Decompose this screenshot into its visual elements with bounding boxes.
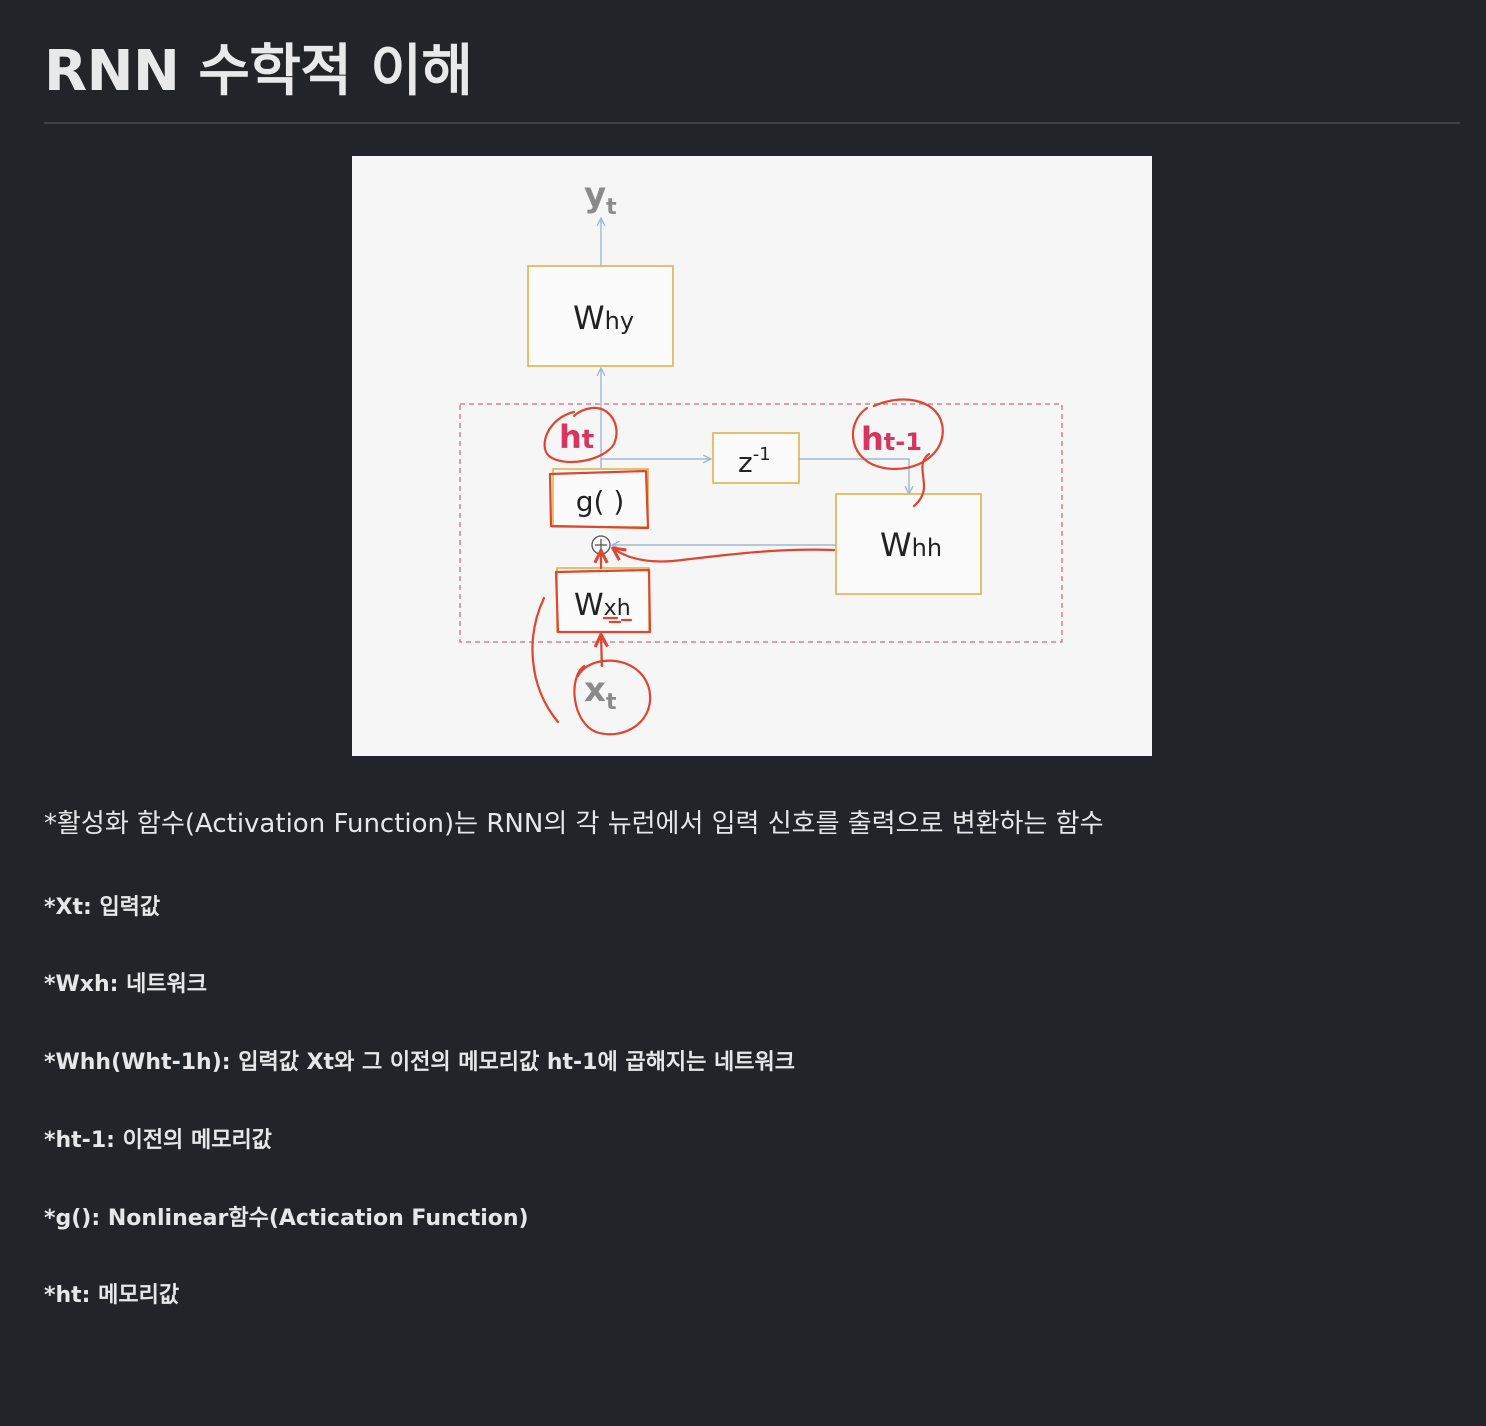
definition-ht-minus-1: *ht-1: 이전의 메모리값 bbox=[44, 1128, 272, 1153]
g-label: g( ) bbox=[576, 485, 625, 518]
wxh-box bbox=[556, 567, 650, 633]
whh-to-sum-mark bbox=[614, 549, 836, 563]
definition-xt: *Xt: 입력값 bbox=[44, 895, 161, 920]
rnn-diagram-figure: yt Why ht z-1 ht-1 g( ) Whh Wxh xt bbox=[352, 156, 1152, 756]
intro-text: *활성화 함수(Activation Function)는 RNN의 각 뉴런에… bbox=[44, 809, 1104, 839]
arrow-z-to-whh bbox=[799, 458, 909, 494]
g-box bbox=[552, 468, 649, 528]
title-divider bbox=[44, 122, 1460, 124]
definition-g: *g(): Nonlinear함수(Actication Function) bbox=[44, 1206, 529, 1231]
wxh-label: Wxh bbox=[574, 588, 631, 623]
yt-label: yt bbox=[584, 175, 617, 220]
z-delay-box bbox=[712, 432, 800, 484]
g-box-mark bbox=[548, 469, 650, 530]
definition-ht: *ht: 메모리값 bbox=[44, 1283, 180, 1308]
ht-label: ht bbox=[559, 418, 594, 456]
whh-box bbox=[835, 493, 982, 595]
xt-label: xt bbox=[584, 670, 617, 715]
wxh-underline-mark bbox=[602, 616, 633, 624]
handwritten-annotations bbox=[531, 398, 944, 736]
z-label: z-1 bbox=[738, 444, 771, 479]
ht-minus-1-circle-mark bbox=[852, 398, 944, 471]
rnn-diagram: yt Why ht z-1 ht-1 g( ) Whh Wxh xt bbox=[459, 175, 1063, 736]
recurrent-region bbox=[459, 403, 1063, 643]
whh-label: Whh bbox=[880, 526, 942, 564]
ht-circle-mark bbox=[543, 406, 618, 464]
left-bracket-mark bbox=[531, 596, 560, 724]
xt-circle-mark bbox=[573, 659, 652, 736]
wxh-box-mark bbox=[554, 568, 652, 634]
why-label: Why bbox=[573, 299, 634, 337]
definition-wxh: *Wxh: 네트워크 bbox=[44, 972, 208, 997]
why-box bbox=[527, 265, 674, 367]
definition-whh: *Whh(Wht-1h): 입력값 Xt와 그 이전의 메모리값 ht-1에 곱… bbox=[44, 1050, 795, 1075]
ht-minus-1-connector-mark bbox=[912, 452, 931, 508]
ht-minus-1-label: ht-1 bbox=[861, 420, 922, 458]
page-title: RNN 수학적 이해 bbox=[44, 39, 473, 104]
